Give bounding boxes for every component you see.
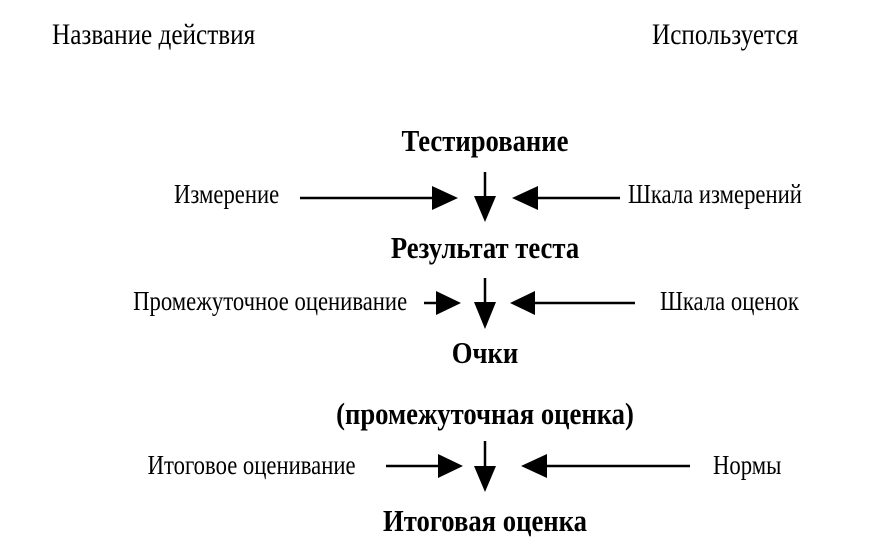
arrow-testing-to-result — [474, 172, 496, 222]
used-norms: Нормы — [713, 450, 782, 480]
arrow-interim-assessment-to-points — [424, 291, 461, 315]
header-used: Используется — [652, 18, 799, 51]
arrow-scale-to-result — [512, 186, 620, 210]
used-grading-scale: Шкала оценок — [660, 286, 799, 316]
arrow-points-to-final-grade — [474, 441, 496, 492]
header-action-name: Название действия — [52, 18, 256, 51]
action-interim-assessment: Промежуточное оценивание — [133, 286, 407, 316]
arrow-norms-to-final-grade — [521, 454, 690, 478]
used-measurement-scale: Шкала измерений — [628, 179, 802, 209]
stage-points: Очки — [451, 335, 519, 370]
arrow-final-assessment-to-final-grade — [386, 454, 463, 478]
stage-test-result: Результат теста — [390, 230, 580, 265]
stage-final-grade: Итоговая оценка — [383, 503, 587, 538]
stage-interim-grade: (промежуточная оценка) — [336, 396, 634, 431]
stage-testing: Тестирование — [401, 123, 569, 158]
action-final-assessment: Итоговое оценивание — [148, 450, 356, 480]
arrow-grading-scale-to-points — [510, 291, 635, 315]
action-measurement: Измерение — [173, 179, 279, 209]
arrow-result-to-points — [474, 278, 496, 329]
arrow-measurement-to-result — [300, 186, 458, 210]
